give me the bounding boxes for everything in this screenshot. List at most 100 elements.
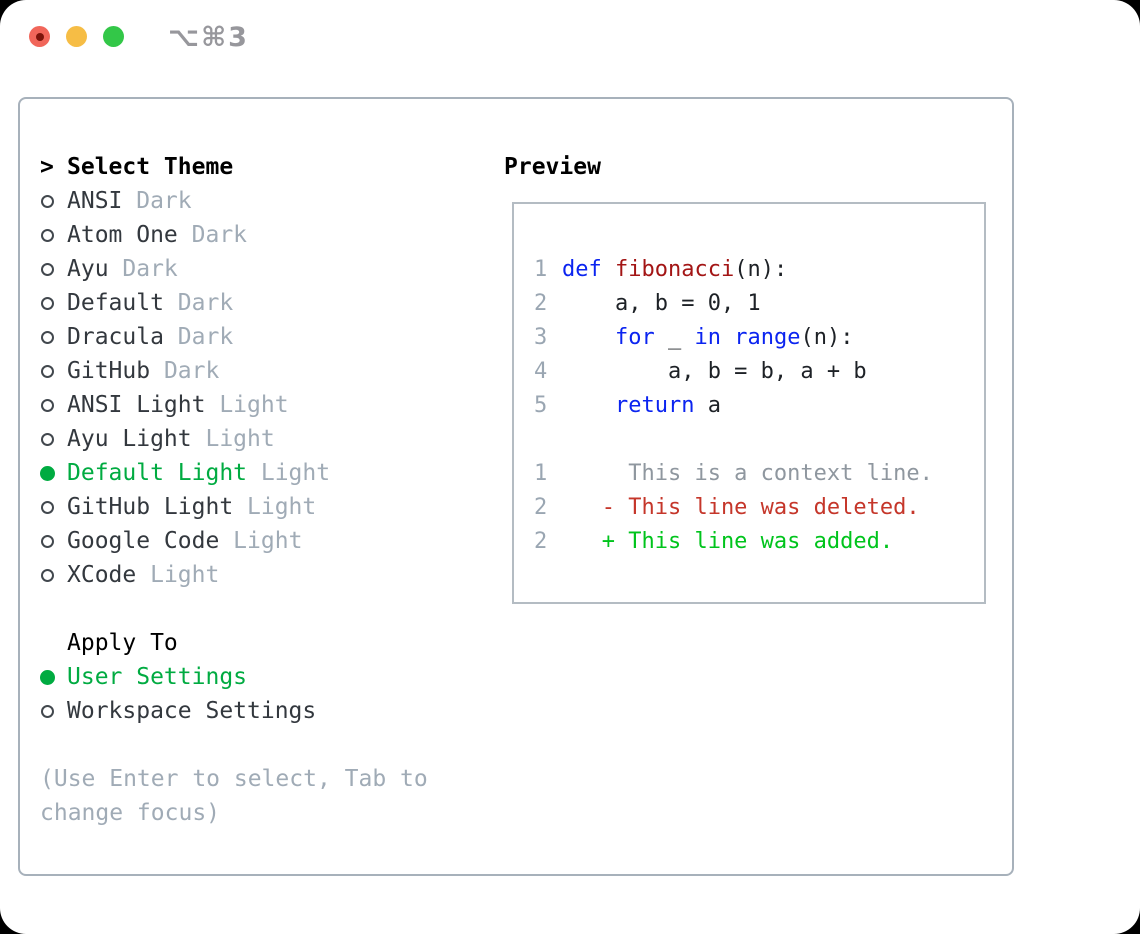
help-text-line-1: (Use Enter to select, Tab to: [40, 766, 428, 792]
help-text-line-2: change focus): [40, 800, 221, 826]
code-segment-plain: a, b = b, a + b: [562, 358, 867, 384]
code-segment-keyword: def: [562, 256, 602, 282]
theme-variant-tag: Dark: [108, 256, 178, 282]
close-button-icon[interactable]: [29, 26, 50, 47]
diff-preview: 1 This is a context line. 2 - This line w…: [514, 456, 984, 558]
radio-icon: [41, 228, 54, 242]
radio-icon: [41, 296, 54, 310]
line-number: 2: [534, 494, 548, 520]
theme-option-github-light[interactable]: GitHub Light Light: [40, 490, 428, 524]
theme-variant-tag: Dark: [163, 324, 234, 350]
theme-variant-tag: Light: [219, 528, 303, 554]
code-segment-plain: (n):: [734, 256, 788, 282]
theme-option-label: ANSI Light: [67, 392, 206, 418]
code-segment-keyword: for: [614, 324, 655, 350]
code-line: 4 a, b = b, a + b: [514, 354, 984, 388]
line-number: 1: [534, 460, 548, 486]
theme-option-google-code[interactable]: Google Code Light: [40, 524, 428, 558]
zoom-button-icon[interactable]: [103, 26, 124, 47]
radio-icon: [41, 432, 54, 446]
radio-column: [40, 432, 67, 446]
radio-icon: [41, 704, 54, 718]
diff-text: - This line was deleted.: [562, 494, 920, 520]
code-segment-keyword: range: [734, 324, 801, 350]
theme-option-label: GitHub Light: [67, 494, 234, 520]
theme-option-ayu[interactable]: Ayu Dark: [40, 252, 428, 286]
code-segment-plain: [721, 325, 734, 350]
theme-option-ansi-light[interactable]: ANSI Light Light: [40, 388, 428, 422]
radio-column: [40, 704, 67, 718]
theme-option-default[interactable]: Default Dark: [40, 286, 428, 320]
theme-option-label: Default: [67, 290, 164, 316]
radio-selected-icon: [40, 669, 55, 685]
theme-option-atom-one[interactable]: Atom One Dark: [40, 218, 428, 252]
theme-variant-tag: Dark: [163, 290, 234, 316]
theme-variant-tag: Light: [233, 494, 317, 520]
theme-option-label: XCode: [67, 562, 137, 588]
radio-column: [40, 534, 67, 548]
radio-selected-icon: [40, 465, 55, 481]
apply-option-user-settings[interactable]: User Settings: [40, 660, 428, 694]
radio-icon: [41, 194, 54, 208]
line-number: 2: [534, 528, 548, 554]
line-number: 2: [534, 290, 548, 316]
theme-option-default-light[interactable]: Default Light Light: [40, 456, 428, 490]
theme-option-label: Ayu: [67, 256, 109, 282]
unsaved-dot-icon: [35, 32, 44, 41]
radio-icon: [41, 534, 54, 548]
theme-option-label: Ayu Light: [67, 426, 192, 452]
code-line: 5 return a: [514, 388, 984, 422]
code-segment-keyword: return: [614, 392, 695, 418]
theme-option-label: Default Light: [67, 460, 248, 486]
theme-option-label: ANSI: [67, 188, 123, 214]
apply-option-workspace-settings[interactable]: Workspace Settings: [40, 694, 428, 728]
theme-option-label: Dracula: [67, 324, 164, 350]
code-segment-plain: [602, 257, 615, 282]
diff-text: This is a context line.: [562, 460, 933, 486]
theme-option-label: GitHub: [67, 358, 151, 384]
radio-icon: [41, 568, 54, 582]
theme-variant-tag: Light: [191, 426, 275, 452]
window-shortcut-title: ⌥⌘3: [168, 22, 249, 53]
spacer: [40, 592, 428, 626]
diff-line-added: 2 + This line was added.: [514, 524, 984, 558]
radio-column: [40, 465, 67, 481]
line-number: 1: [534, 256, 548, 282]
theme-option-ansi[interactable]: ANSI Dark: [40, 184, 428, 218]
theme-option-ayu-light[interactable]: Ayu Light Light: [40, 422, 428, 456]
theme-option-github[interactable]: GitHub Dark: [40, 354, 428, 388]
radio-column: [40, 364, 67, 378]
spacer: [514, 422, 984, 456]
apply-to-title: Apply To: [67, 630, 178, 656]
theme-option-label: Atom One: [67, 222, 178, 248]
radio-icon: [41, 398, 54, 412]
radio-column: [40, 262, 67, 276]
radio-column: [40, 500, 67, 514]
apply-option-label: Workspace Settings: [67, 698, 317, 724]
theme-option-xcode[interactable]: XCode Light: [40, 558, 428, 592]
minimize-button-icon[interactable]: [66, 26, 87, 47]
radio-column: [40, 398, 67, 412]
code-segment-function: fibonacci: [615, 256, 735, 282]
radio-column: [40, 228, 67, 242]
radio-column: [40, 194, 67, 208]
radio-icon: [41, 500, 54, 514]
theme-variant-tag: Light: [205, 392, 289, 418]
code-text: for _ in range(n):: [562, 325, 853, 350]
diff-line-context: 1 This is a context line.: [514, 456, 984, 490]
apply-option-label: User Settings: [67, 664, 248, 690]
diff-text: + This line was added.: [562, 528, 894, 554]
radio-column: [40, 568, 67, 582]
theme-option-dracula[interactable]: Dracula Dark: [40, 320, 428, 354]
radio-column: [40, 330, 67, 344]
cursor-icon: >: [40, 154, 54, 180]
theme-variant-tag: Dark: [122, 188, 192, 214]
code-segment-plain: [562, 393, 615, 418]
theme-option-label: Google Code: [67, 528, 220, 554]
select-theme-header: >Select Theme: [40, 150, 428, 184]
code-segment-plain: [562, 325, 615, 350]
